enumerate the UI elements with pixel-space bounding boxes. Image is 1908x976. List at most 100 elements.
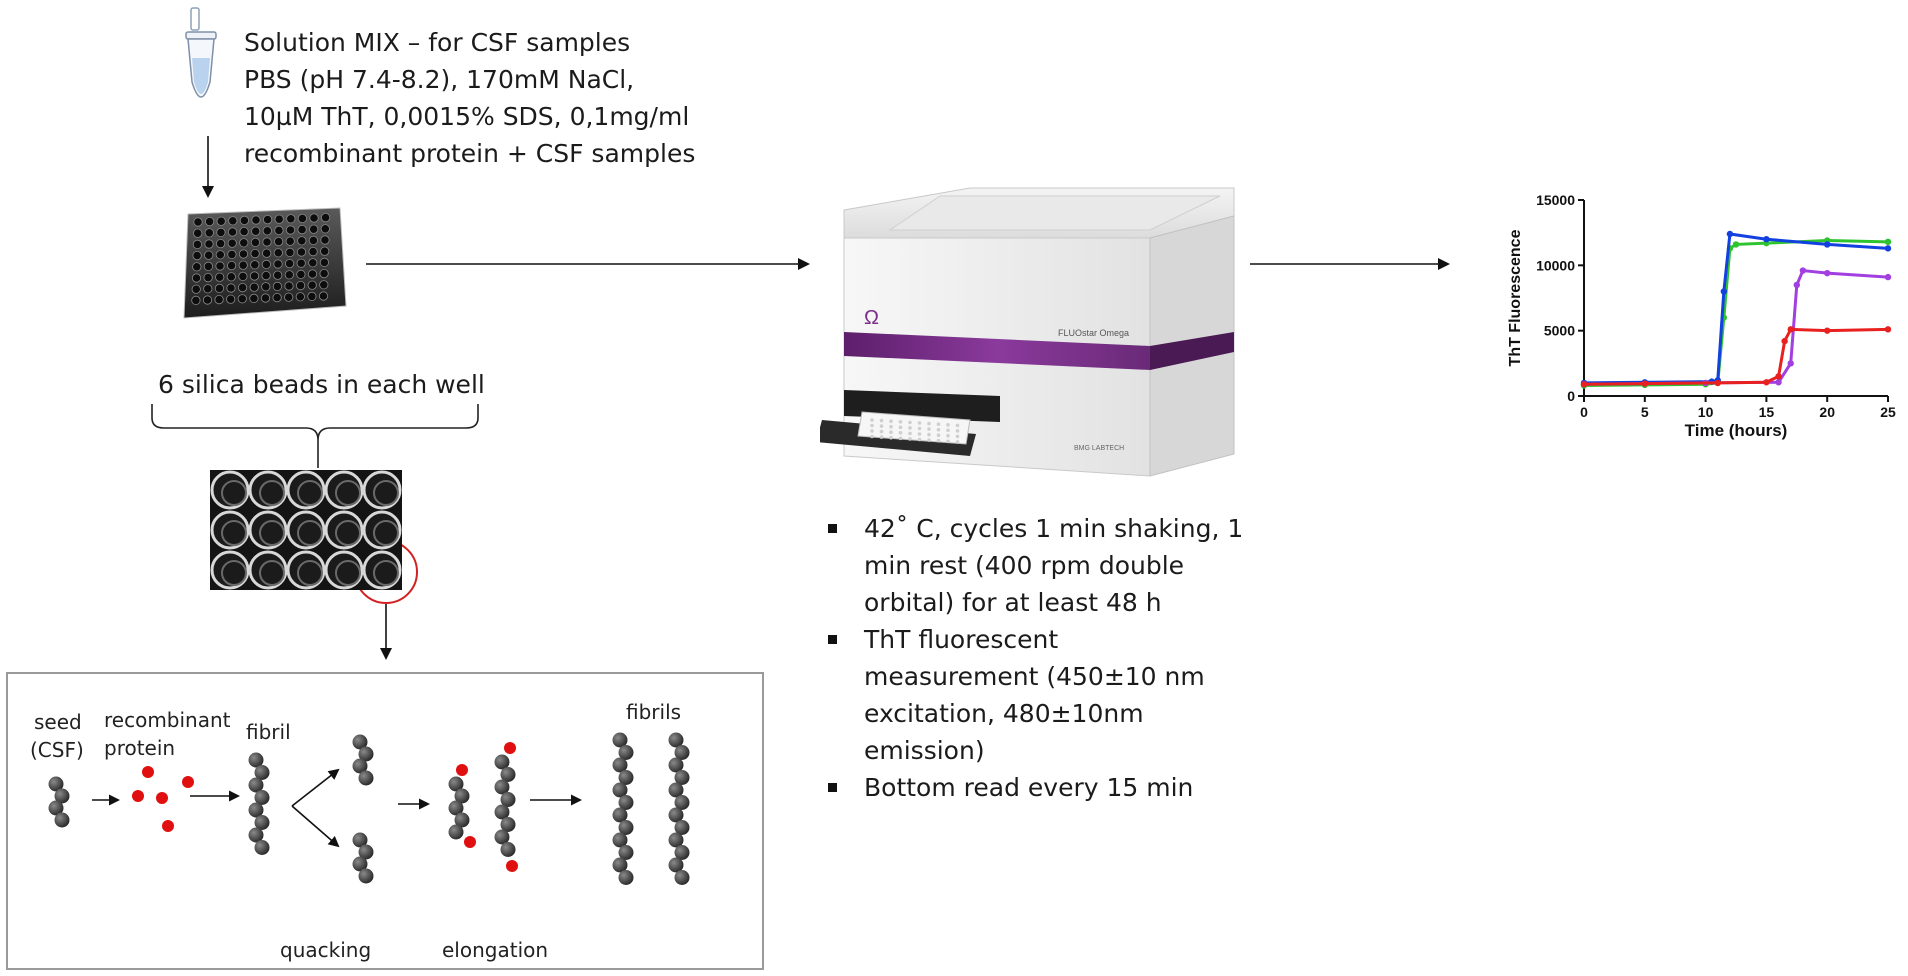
reader-plate-well [879, 435, 884, 439]
plate-well [226, 260, 237, 271]
aggregate-bead [674, 795, 690, 810]
plate-well [202, 295, 213, 305]
aggregate-bead [494, 754, 510, 770]
reader-plate-well [908, 426, 912, 430]
aggregate-bead [668, 832, 684, 848]
y-tick-label: 15000 [1536, 192, 1575, 208]
plate-well [318, 291, 329, 301]
plate-well [286, 214, 296, 224]
reader-plate-well [879, 424, 884, 428]
aggregate-bead [352, 758, 368, 774]
data-point [1726, 230, 1734, 238]
plate-well [239, 215, 250, 225]
data-point [1884, 245, 1892, 252]
rt-quic-process-panel [6, 672, 764, 970]
plate-well [216, 216, 226, 226]
aggregate-bead [618, 795, 634, 810]
aggregate-bead [618, 870, 634, 885]
solution-line: PBS (pH 7.4-8.2), 170mM NaCl, [244, 65, 635, 94]
plate-well [319, 280, 329, 290]
reader-plate-well [946, 423, 950, 427]
plate-well [320, 224, 330, 234]
label-protein: protein [104, 736, 176, 760]
solution-mix-text: Solution MIX – for CSF samples PBS (pH 7… [244, 24, 695, 172]
monomer-bead [504, 742, 516, 754]
plate-well [273, 270, 283, 280]
series-line-green [1583, 239, 1889, 388]
reader-plate-well [870, 429, 874, 433]
aggregate-bead [454, 788, 470, 804]
aggregate-bead [248, 827, 264, 843]
aggregate-bead [48, 776, 64, 792]
data-point [1781, 337, 1788, 345]
aggregate-bead [674, 770, 690, 785]
monomer-bead [506, 860, 518, 872]
beads-label: 6 silica beads in each well [158, 370, 485, 399]
reader-plate-well [936, 438, 941, 443]
aggregate-bead [358, 770, 374, 786]
plate-well [284, 292, 294, 302]
data-point [1763, 379, 1770, 386]
y-tick-label: 0 [1567, 388, 1575, 404]
plate-well [274, 214, 284, 224]
reader-plate-well [955, 434, 960, 439]
x-tick-label: 0 [1580, 404, 1588, 420]
reader-plate-well [889, 435, 893, 440]
reader-plate-well [870, 423, 874, 428]
reader-plate-well [946, 428, 950, 433]
aggregate-bead [254, 815, 270, 830]
data-point [1720, 288, 1728, 295]
data-point [1763, 236, 1770, 243]
label-csf: (CSF) [30, 738, 84, 762]
data-point [1714, 379, 1721, 387]
microtube-icon [185, 7, 217, 98]
plate-well [296, 258, 306, 268]
plate-well [285, 225, 296, 235]
series-line-purple [1583, 268, 1889, 386]
plate-well [249, 282, 259, 292]
reader-plate-well [955, 440, 960, 444]
plate-well [203, 273, 213, 283]
reader-plate-well [927, 421, 931, 426]
arrow-quack-down [291, 805, 340, 848]
reader-plate-well [936, 433, 941, 437]
plate-well [319, 268, 329, 279]
reader-plate-well [908, 420, 912, 425]
instrument-brand: FLUOstar Omega [1058, 328, 1129, 338]
plate-well [308, 235, 318, 246]
aggregate-bead [54, 812, 70, 828]
plate-well [204, 250, 214, 260]
plate-well [308, 246, 318, 257]
plate-well [205, 217, 215, 227]
plate-well [285, 247, 295, 258]
plate-well [191, 284, 201, 294]
plate-well [296, 269, 306, 280]
omega-symbol: Ω [864, 307, 879, 329]
plate-well [319, 257, 329, 268]
plate-well [284, 281, 294, 291]
y-tick-label: 10000 [1536, 257, 1575, 273]
reader-plate-well [946, 434, 950, 438]
plate-well [285, 236, 295, 246]
data-point [1824, 269, 1831, 277]
plate-well [226, 272, 236, 282]
aggregate-bead [674, 870, 690, 885]
condition-item: 42˚ C, cycles 1 min shaking, 1 min rest … [826, 510, 1243, 621]
plate-well [261, 271, 271, 281]
plate-well [273, 248, 283, 258]
monomer-bead [456, 764, 468, 776]
plate-well [250, 260, 260, 270]
plate-well [227, 249, 237, 260]
plate-well [237, 294, 247, 304]
aggregate-bead [500, 767, 516, 782]
aggregate-bead [674, 845, 690, 860]
plate-well [239, 227, 249, 237]
plate-well [204, 228, 214, 238]
plate-well [274, 236, 284, 247]
plate-well [250, 248, 260, 259]
reader-plate-well [917, 437, 922, 442]
plate-well [273, 259, 283, 269]
microplate-image [183, 207, 347, 319]
reader-plate-well [955, 429, 960, 433]
